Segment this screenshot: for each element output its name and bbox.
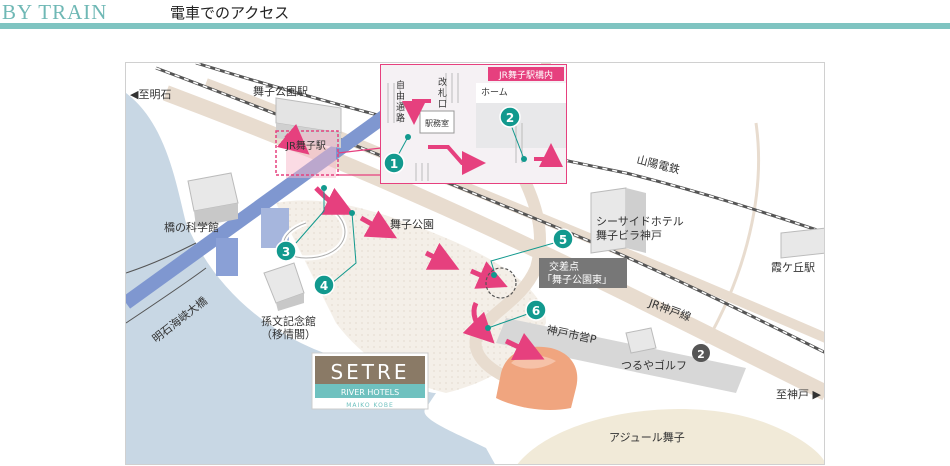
road-main (163, 85, 824, 401)
intersection-label-2: 「舞子公園東」 (542, 273, 612, 286)
inset-connector (337, 147, 382, 176)
svg-text:2: 2 (697, 348, 705, 361)
akashi-bridge-deck (126, 102, 401, 309)
sonbun-memorial-sub-label: （移情閣） (261, 328, 316, 341)
azur-maiko-beach (517, 409, 824, 464)
intersection-label-1: 交差点 (549, 260, 579, 273)
step-marker-3: 3 (275, 240, 297, 262)
route-arrow-jr (276, 123, 310, 155)
tsuruya-golf-label: つるやゴルフ (621, 358, 687, 372)
inset-free-passage-2: 由 (396, 90, 405, 102)
section-subtitle: 電車でのアクセス (170, 4, 290, 22)
step-marker-5: 5 (552, 228, 574, 250)
route-2-sign: 2 (692, 344, 710, 362)
inset-ticket-gate-3: 口 (438, 100, 447, 110)
svg-text:2: 2 (506, 111, 514, 125)
kasumigaoka-station-building (780, 227, 824, 259)
akashi-bridge-cables (126, 242, 207, 324)
inset-station-office-label: 駅務室 (425, 118, 449, 128)
inset-free-passage-3: 通 (396, 102, 405, 113)
route-arrow-crossing (470, 261, 508, 289)
step-marker-1: 1 (383, 152, 405, 174)
walking-route (276, 123, 545, 361)
road-east-thin (704, 122, 761, 344)
seaside-hotel-label-1: シーサイドホテル (596, 215, 684, 228)
route-arrow-south (462, 301, 495, 344)
sonbun-memorial-building (263, 262, 305, 311)
svg-text:4: 4 (320, 279, 328, 293)
to-kobe-label: 至神戸 ▶ (776, 387, 821, 401)
inset-free-passage-4: 路 (396, 112, 405, 124)
akashi-bridge-pier (216, 238, 238, 276)
access-map-svg: 3 4 5 6 交差点 「舞子公園東」 ◀至明石 至神戸 ▶ 舞子公園駅 JR舞… (126, 63, 824, 464)
sanyo-railway-track-dash (195, 63, 824, 234)
svg-text:3: 3 (282, 245, 290, 259)
hotel-logo-brand: RIVER HOTELS (341, 388, 399, 397)
jr-maiko-station-label: JR舞子駅 (285, 140, 326, 152)
svg-text:1: 1 (390, 157, 398, 171)
intersection-marker (485, 267, 517, 299)
intersection-label-box (539, 258, 627, 288)
route-arrow-street (424, 242, 460, 270)
science-museum-label: 橋の科学館 (164, 220, 219, 234)
svg-text:6: 6 (532, 304, 540, 318)
inset-platform-label: ホーム (481, 87, 508, 98)
inset-route (402, 99, 563, 175)
section-title: BY TRAIN (2, 0, 108, 24)
to-akashi-label: ◀至明石 (130, 88, 171, 101)
sonbun-memorial-label: 孫文記念館 (261, 314, 316, 328)
step-dots (321, 185, 497, 331)
step-marker-2: 2 (499, 106, 521, 128)
loop-ramp-edge (283, 212, 346, 259)
inset-free-passage-1: 自 (396, 79, 405, 91)
inset-title: JR舞子駅構内 (498, 69, 553, 81)
access-map: 3 4 5 6 交差点 「舞子公園東」 ◀至明石 至神戸 ▶ 舞子公園駅 JR舞… (125, 62, 825, 465)
seaside-hotel-label-2: 舞子ビラ神戸 (596, 228, 662, 242)
section-header: BY TRAIN 電車でのアクセス (0, 0, 950, 30)
kasumigaoka-station-label: 霞ケ丘駅 (771, 261, 815, 274)
header-divider (0, 23, 950, 29)
jr-station-inset: JR舞子駅構内 自 由 通 路 改 札 口 ホーム 駅務室 1 2 (380, 64, 567, 184)
svg-text:5: 5 (559, 233, 567, 247)
hotel-logo-location: MAIKO KOBE (346, 402, 394, 409)
inset-platform (476, 83, 566, 103)
inset-ticket-gate-2: 札 (438, 87, 447, 99)
maiko-koen-station-label: 舞子公園駅 (253, 85, 308, 98)
route-arrow-hotel (504, 332, 545, 361)
science-museum-building (187, 172, 239, 227)
maiko-park-label: 舞子公園 (390, 218, 434, 231)
tsuruya-golf-building (625, 327, 657, 354)
azur-maiko-label: アジュール舞子 (609, 431, 685, 444)
route-arrow-park (359, 210, 398, 239)
seaside-hotel-building (590, 187, 646, 254)
inset-title-tag (488, 67, 564, 81)
sea-area (126, 93, 495, 464)
kobe-city-parking-area (496, 318, 746, 393)
inset-stairs (387, 73, 523, 181)
step-marker-4: 4 (313, 274, 335, 296)
inset-ticket-gate-1: 改 (438, 76, 447, 88)
hotel-logo-name: SETRE (330, 360, 409, 384)
step-marker-6: 6 (525, 299, 547, 321)
route-arrow-exit (314, 186, 355, 215)
setre-hotel-logo: SETRE RIVER HOTELS MAIKO KOBE (311, 352, 429, 410)
jr-kobe-line-track-dash (155, 67, 824, 353)
